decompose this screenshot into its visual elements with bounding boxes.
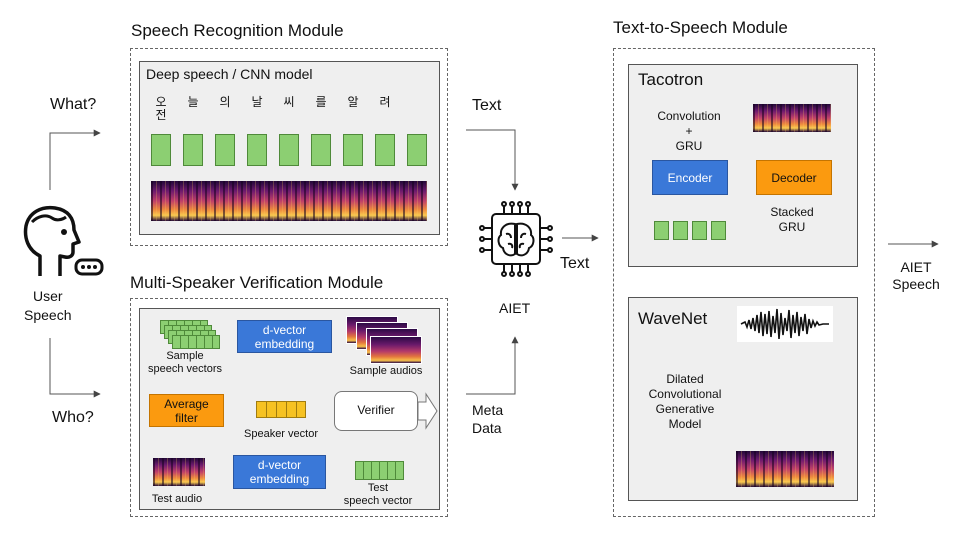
encoder-box: Encoder xyxy=(652,160,728,195)
mel-spectrogram-output xyxy=(753,104,831,132)
verifier-label: Verifier xyxy=(357,403,395,417)
meta-data-label: Meta Data xyxy=(472,402,504,436)
tts-title: Text-to-Speech Module xyxy=(613,18,788,37)
wavenet-title: WaveNet xyxy=(638,309,708,328)
verifier-box xyxy=(334,391,418,431)
output-character: 늘 xyxy=(187,95,199,109)
ai-brain-chip-icon xyxy=(476,200,556,280)
verification-module xyxy=(130,298,448,517)
conv-gru-label: Convolution + GRU xyxy=(657,109,721,153)
input-embedding-cell xyxy=(711,221,726,240)
rnn-cell xyxy=(343,134,363,166)
rnn-cell xyxy=(375,134,395,166)
input-embedding-cell xyxy=(673,221,688,240)
output-character: 의 xyxy=(219,95,231,109)
decoder-box: Decoder xyxy=(756,160,832,195)
rnn-cell xyxy=(407,134,427,166)
wavenet-input-spectrogram xyxy=(736,451,834,487)
rnn-cell xyxy=(311,134,331,166)
text-label-top: Text xyxy=(472,97,502,114)
dvector-embedding-top: d-vector embedding xyxy=(237,320,332,353)
test-audio-spectrogram xyxy=(153,458,205,486)
rnn-cell xyxy=(247,134,267,166)
output-character: 알 xyxy=(347,95,359,109)
tts-module xyxy=(613,48,875,517)
who-label: Who? xyxy=(52,409,94,426)
output-character: 려 xyxy=(379,95,391,109)
speaker-vector xyxy=(256,401,306,418)
arrow-text-to-aiet xyxy=(466,129,519,191)
waveform-icon xyxy=(737,306,833,342)
arrow-meta-to-aiet xyxy=(466,336,519,395)
output-character: 오 전 xyxy=(155,95,167,122)
sample-vector-stack xyxy=(172,335,220,349)
rnn-cell xyxy=(183,134,203,166)
input-embedding-cell xyxy=(692,221,707,240)
text-label-right: Text xyxy=(560,255,590,272)
output-character: 씨 xyxy=(283,95,295,109)
speaker-vector-label: Speaker vector xyxy=(244,428,318,440)
sample-audio-spectrogram xyxy=(370,336,422,364)
cnn-model-title: Deep speech / CNN model xyxy=(146,66,313,82)
arrow-user-to-what xyxy=(49,129,101,190)
output-character: 날 xyxy=(251,95,263,109)
tacotron-title: Tacotron xyxy=(638,70,704,89)
arrow-user-to-who xyxy=(49,338,101,398)
aiet-speech-label: AIET Speech xyxy=(892,259,940,292)
dilated-model-label: Dilated Convolutional Generative Model xyxy=(648,372,722,431)
test-vector-label: Test speech vector xyxy=(343,482,413,507)
output-character: 를 xyxy=(315,95,327,109)
input-spectrogram xyxy=(151,181,427,221)
what-label: What? xyxy=(50,96,97,113)
sample-vectors-label: Sample speech vectors xyxy=(148,350,222,375)
test-vector xyxy=(355,461,404,480)
speech-recognition-module xyxy=(130,48,448,246)
verifier-output-arrow xyxy=(417,392,438,430)
verification-title: Multi-Speaker Verification Module xyxy=(130,273,384,292)
average-filter: Average filter xyxy=(149,394,224,427)
user-label-line2: Speech xyxy=(24,307,72,323)
speech-recognition-title: Speech Recognition Module xyxy=(131,21,344,40)
rnn-cell xyxy=(215,134,235,166)
dvector-embedding-bottom: d-vector embedding xyxy=(233,455,326,489)
user-label-line1: User xyxy=(33,288,63,304)
input-embedding-cell xyxy=(654,221,669,240)
rnn-cell xyxy=(151,134,171,166)
stacked-gru-label: Stacked GRU xyxy=(770,205,814,234)
test-audio-label: Test audio xyxy=(151,493,203,505)
rnn-cell xyxy=(279,134,299,166)
sample-audios-label: Sample audios xyxy=(349,365,423,377)
aiet-label: AIET xyxy=(499,300,531,316)
user-speaking-icon xyxy=(22,204,104,280)
